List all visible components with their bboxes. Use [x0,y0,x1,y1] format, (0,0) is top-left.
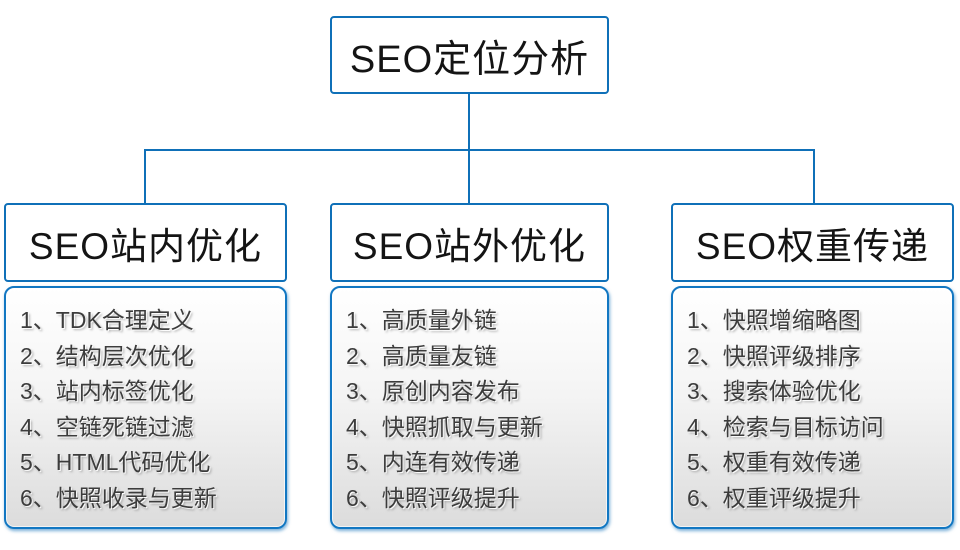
column-header-label: SEO站外优化 [352,225,587,267]
connector-drop-left [144,150,146,203]
root-node: SEO定位分析 [330,16,609,94]
list-item: 2、高质量友链 [346,342,497,369]
column-header-offsite: SEO站外优化 [330,203,609,282]
list-item: 2、快照评级排序 [687,342,861,369]
list-item: 6、快照收录与更新 [20,484,217,511]
connector-drop-middle [468,150,470,203]
list-item: 2、结构层次优化 [20,342,194,369]
column-header-label: SEO权重传递 [695,225,930,267]
connector-horizontal-rail [144,149,815,151]
list-item: 5、内连有效传递 [346,449,520,475]
list-item: 3、站内标签优化 [20,378,194,404]
list-item: 1、TDK合理定义 [20,307,194,333]
list-item: 6、快照评级提升 [346,484,520,511]
column-list-offsite: 1、高质量外链 2、高质量友链 3、原创内容发布 4、快照抓取与更新 5、内连有… [330,286,609,529]
list-item: 1、高质量外链 [346,307,497,333]
list-item: 3、原创内容发布 [346,378,520,404]
list-item: 5、HTML代码优化 [20,449,211,475]
connector-drop-right [813,150,815,203]
list-item: 6、权重评级提升 [687,484,861,511]
column-header-label: SEO站内优化 [28,225,263,267]
column-header-onsite: SEO站内优化 [4,203,287,282]
list-item: 4、空链死链过滤 [20,413,194,440]
column-list-weight: 1、快照增缩略图 2、快照评级排序 3、搜索体验优化 4、检索与目标访问 5、权… [671,286,954,529]
column-header-weight: SEO权重传递 [671,203,954,282]
list-item: 4、检索与目标访问 [687,413,884,440]
list-item: 4、快照抓取与更新 [346,413,543,440]
connector-root-stem [468,94,470,150]
list-item: 1、快照增缩略图 [687,307,861,333]
root-node-label: SEO定位分析 [349,38,590,81]
column-list-onsite: 1、TDK合理定义 2、结构层次优化 3、站内标签优化 4、空链死链过滤 5、H… [4,286,287,529]
list-item: 3、搜索体验优化 [687,378,861,404]
list-item: 5、权重有效传递 [687,449,861,475]
